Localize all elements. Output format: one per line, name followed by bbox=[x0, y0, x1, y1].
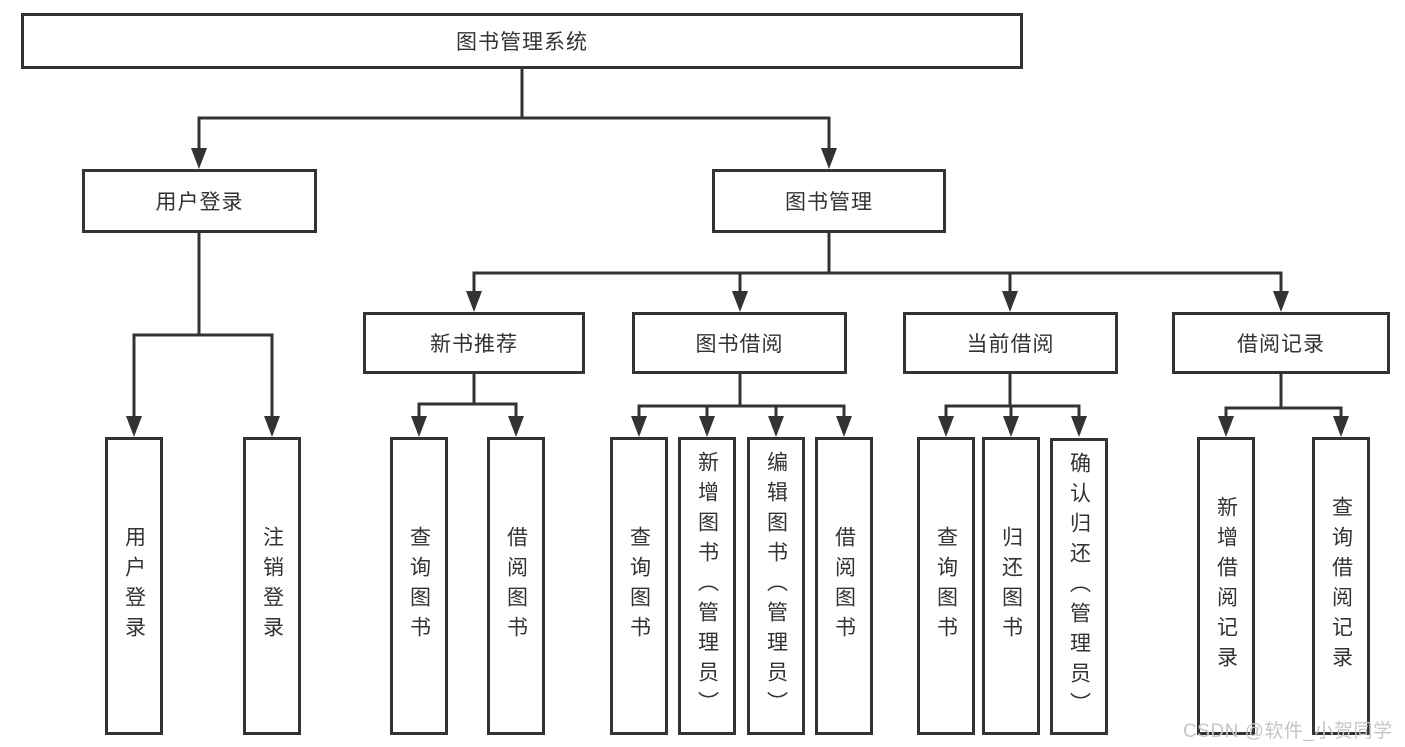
leaf-user-login: 用户登录 bbox=[105, 437, 163, 735]
node-library-management-system: 图书管理系统 bbox=[21, 13, 1023, 69]
leaf-borrow-books-recommend: 借阅图书 bbox=[487, 437, 545, 735]
leaf-add-books-admin: 新增图书（管理员） bbox=[678, 437, 736, 735]
leaf-borrow-books-label: 借阅图书 bbox=[832, 526, 856, 646]
leaf-query-books-recommend: 查询图书 bbox=[390, 437, 448, 735]
csdn-watermark: CSDN @软件_小贺同学 bbox=[1183, 721, 1393, 742]
node-current-borrowing-label: 当前借阅 bbox=[966, 333, 1055, 356]
node-book-borrowing: 图书借阅 bbox=[632, 312, 847, 374]
node-library-management-system-label: 图书管理系统 bbox=[456, 31, 588, 54]
node-new-book-recommendation: 新书推荐 bbox=[363, 312, 585, 374]
node-user-login-group-label: 用户登录 bbox=[155, 191, 244, 214]
leaf-edit-books-admin: 编辑图书（管理员） bbox=[747, 437, 805, 735]
node-current-borrowing: 当前借阅 bbox=[903, 312, 1118, 374]
leaf-add-borrow-record: 新增借阅记录 bbox=[1197, 437, 1255, 735]
leaf-add-borrow-record-label: 新增借阅记录 bbox=[1214, 496, 1238, 676]
node-book-management-label: 图书管理 bbox=[785, 191, 873, 214]
leaf-logout: 注销登录 bbox=[243, 437, 301, 735]
leaf-return-books: 归还图书 bbox=[982, 437, 1040, 735]
leaf-confirm-return-admin: 确认归还（管理员） bbox=[1050, 438, 1108, 735]
node-new-book-recommendation-label: 新书推荐 bbox=[430, 333, 518, 356]
node-book-borrowing-label: 图书借阅 bbox=[695, 333, 784, 356]
leaf-logout-label: 注销登录 bbox=[260, 526, 284, 646]
leaf-add-books-admin-label: 新增图书（管理员） bbox=[695, 451, 719, 721]
leaf-edit-books-admin-label: 编辑图书（管理员） bbox=[764, 451, 788, 721]
leaf-query-books-current: 查询图书 bbox=[917, 437, 975, 735]
leaf-borrow-books: 借阅图书 bbox=[815, 437, 873, 735]
leaf-query-books-borrowing: 查询图书 bbox=[610, 437, 668, 735]
node-user-login-group: 用户登录 bbox=[82, 169, 317, 233]
leaf-query-books-current-label: 查询图书 bbox=[934, 526, 958, 646]
leaf-query-borrow-record: 查询借阅记录 bbox=[1312, 437, 1370, 735]
leaf-return-books-label: 归还图书 bbox=[999, 526, 1023, 646]
leaf-query-books-borrowing-label: 查询图书 bbox=[627, 526, 651, 646]
leaf-user-login-label: 用户登录 bbox=[122, 526, 146, 646]
leaf-confirm-return-admin-label: 确认归还（管理员） bbox=[1067, 451, 1091, 722]
arrowheads bbox=[126, 148, 1349, 437]
node-borrowing-records-label: 借阅记录 bbox=[1237, 333, 1325, 356]
node-borrowing-records: 借阅记录 bbox=[1172, 312, 1390, 374]
leaf-query-borrow-record-label: 查询借阅记录 bbox=[1329, 496, 1353, 676]
node-book-management: 图书管理 bbox=[712, 169, 946, 233]
leaf-borrow-books-recommend-label: 借阅图书 bbox=[504, 526, 528, 646]
leaf-query-books-recommend-label: 查询图书 bbox=[407, 526, 431, 646]
